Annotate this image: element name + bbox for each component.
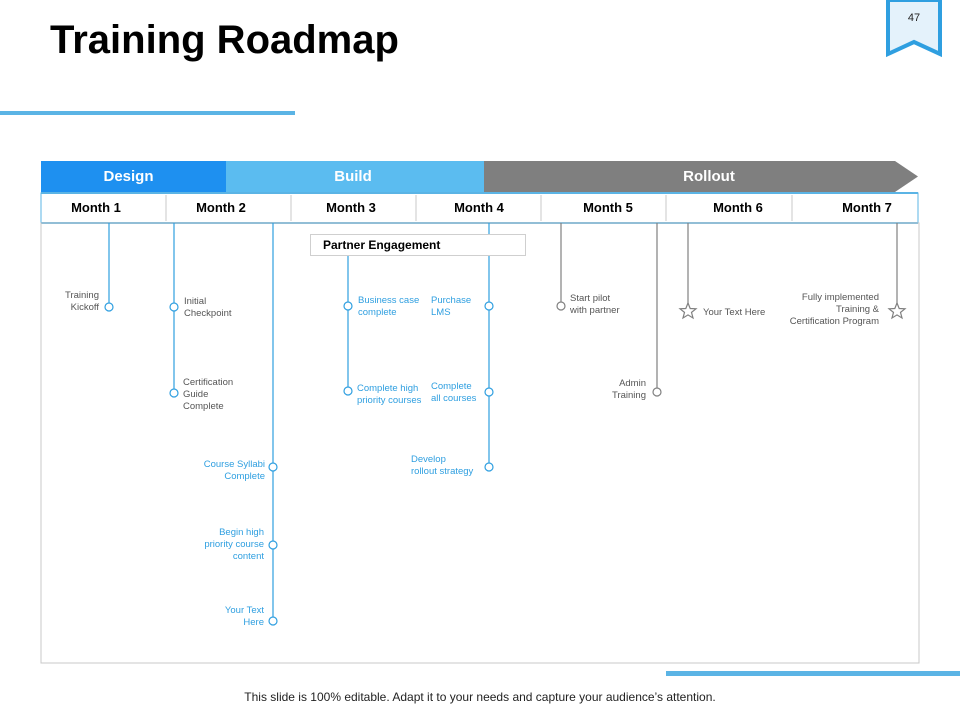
milestone-start-pilot: Start pilot with partner	[570, 293, 620, 316]
milestone-marker	[268, 540, 278, 550]
phase-build-band	[226, 161, 484, 192]
milestone-complete-high-priority: Complete high priority courses	[357, 383, 422, 406]
bottom-accent-bar	[666, 671, 960, 676]
page-title: Training Roadmap	[50, 18, 399, 62]
milestone-training-kickoff: Training Kickoff	[65, 290, 99, 313]
star-icon	[678, 301, 698, 320]
footer-note: This slide is 100% editable. Adapt it to…	[244, 690, 716, 704]
milestone-marker	[652, 387, 662, 397]
timeline-frame	[40, 222, 920, 664]
partner-engagement-box: Partner Engagement	[310, 234, 526, 256]
phase-design-band	[41, 161, 226, 192]
milestone-marker	[484, 387, 494, 397]
month-7-label: Month 7	[842, 200, 892, 215]
page-badge	[886, 0, 942, 58]
months-strip	[40, 192, 919, 224]
milestone-develop-rollout: Develop rollout strategy	[411, 454, 474, 477]
milestone-your-text-m3: Your Text Here	[224, 605, 264, 628]
month-4-label: Month 4	[454, 200, 504, 215]
milestone-marker	[556, 301, 566, 311]
milestone-complete-all-courses: Complete all courses	[431, 381, 477, 404]
milestone-begin-high-priority: Begin high priority course content	[204, 527, 264, 562]
phase-rollout-band	[484, 161, 918, 192]
month-1-label: Month 1	[71, 200, 121, 215]
phase-build-label: Build	[334, 168, 372, 185]
milestone-initial-checkpoint: Initial Checkpoint	[184, 296, 232, 319]
milestone-marker	[104, 302, 114, 312]
milestone-marker	[268, 462, 278, 472]
page-number: 47	[907, 12, 921, 24]
milestone-marker	[343, 301, 353, 311]
milestone-purchase-lms: Purchase LMS	[431, 295, 472, 318]
milestone-marker	[484, 462, 494, 472]
milestone-business-case: Business case complete	[358, 295, 420, 318]
milestone-marker	[169, 302, 179, 312]
milestone-marker	[268, 616, 278, 626]
milestone-marker	[484, 301, 494, 311]
phase-rollout-label: Rollout	[683, 168, 735, 185]
milestone-marker	[343, 386, 353, 396]
month-6-label: Month 6	[713, 200, 763, 215]
title-underline	[0, 111, 295, 115]
phase-design-label: Design	[103, 168, 154, 185]
milestone-your-text-m6: Your Text Here	[703, 307, 766, 318]
month-3-label: Month 3	[326, 200, 376, 215]
milestone-admin-training: Admin Training	[612, 378, 646, 401]
month-5-label: Month 5	[583, 200, 633, 215]
milestone-course-syllabi: Course Syllabi Complete	[203, 459, 265, 482]
milestone-certification-guide: Certification Guide Complete	[183, 377, 234, 412]
month-2-label: Month 2	[196, 200, 246, 215]
milestone-marker	[169, 388, 179, 398]
milestone-fully-implemented: Fully implemented Training & Certificati…	[789, 292, 879, 327]
star-icon	[887, 301, 907, 320]
